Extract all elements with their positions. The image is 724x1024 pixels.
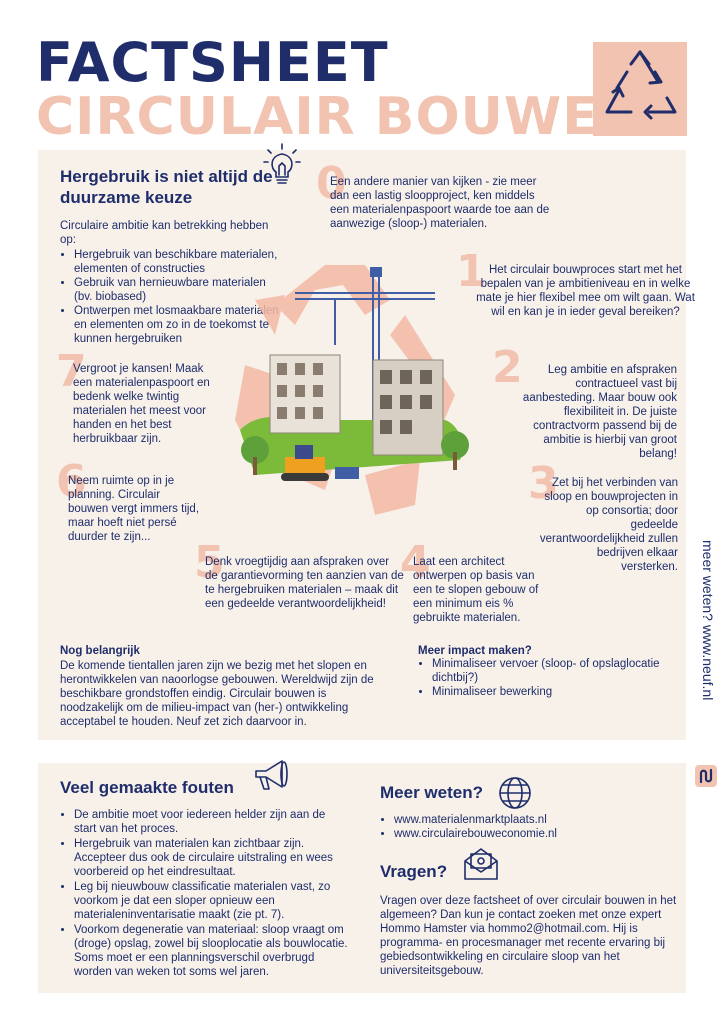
vragen-text: Vragen over deze factsheet of over circu… <box>380 895 677 977</box>
fout-item: Hergebruik van materialen kan zichtbaar … <box>74 837 350 879</box>
step-text-4: Laat een architect ontwerpen op basis va… <box>413 556 539 624</box>
step-text-5: Denk vroegtijdig aan afspraken over de g… <box>205 556 404 610</box>
intro-item: Ontwerpen met losmaakbare materialen en … <box>74 304 285 346</box>
step-text-0: Een andere manier van kijken - zie meer … <box>330 176 550 230</box>
recycle-icon <box>593 42 687 136</box>
fout-item: Voorkom degeneratie van materiaal: sloop… <box>74 923 350 979</box>
fout-item: De ambitie moet voor iedereen helder zij… <box>74 808 350 836</box>
megaphone-icon <box>250 757 294 793</box>
belangrijk-text: De komende tientallen jaren zijn we bezi… <box>60 660 374 728</box>
globe-icon <box>497 775 533 811</box>
fout-item: Leg bij nieuwbouw classificatie material… <box>74 880 350 922</box>
belangrijk-heading: Nog belangrijk <box>60 645 140 657</box>
step-text-6: Neem ruimte op in je planning. Circulair… <box>68 475 200 543</box>
impact-item: Minimaliseer vervoer (sloop- of opslaglo… <box>432 657 688 685</box>
intro-text: Circulaire ambitie kan betrekking hebben… <box>60 220 269 246</box>
neuf-logo <box>695 765 717 787</box>
intro-item: Hergebruik van beschikbare materialen, e… <box>74 248 285 276</box>
title-circulair-bouwen: CIRCULAIR BOUWEN <box>36 87 644 147</box>
links-list: www.materialenmarktplaats.nl www.circula… <box>380 813 660 841</box>
step-number-3: 3 <box>528 458 559 509</box>
step-number-2: 2 <box>492 342 523 393</box>
step-text-1: Het circulair bouwproces start met het b… <box>476 264 695 318</box>
lightbulb-icon <box>262 142 302 190</box>
step-text-2: Leg ambitie en afspraken contractueel va… <box>522 364 677 460</box>
construction-illustration <box>215 245 485 535</box>
vragen-heading: Vragen? <box>380 862 448 881</box>
step-number-6: 6 <box>56 456 87 507</box>
intro-block: Circulaire ambitie kan betrekking hebben… <box>60 219 285 346</box>
impact-item: Minimaliseer bewerking <box>432 685 688 699</box>
step-number-0: 0 <box>316 158 347 209</box>
link-circulairebouweconomie[interactable]: www.circulairebouweconomie.nl <box>394 827 660 841</box>
step-number-1: 1 <box>456 246 487 297</box>
link-materialenmarktplaats[interactable]: www.materialenmarktplaats.nl <box>394 813 660 827</box>
mail-icon <box>462 845 500 883</box>
fouten-heading: Veel gemaakte fouten <box>60 778 234 797</box>
meer-weten-heading: Meer weten? <box>380 783 483 802</box>
step-number-5: 5 <box>194 537 225 588</box>
impact-list: Minimaliseer vervoer (sloop- of opslaglo… <box>418 657 688 699</box>
step-text-7: Vergroot je kansen! Maak een materialenp… <box>73 363 210 445</box>
bottom-panel <box>38 763 686 993</box>
step-number-7: 7 <box>56 346 87 397</box>
fouten-list: De ambitie moet voor iedereen helder zij… <box>60 808 350 980</box>
step-number-4: 4 <box>400 537 431 588</box>
step-text-3: Zet bij het verbinden van sloop en bouwp… <box>539 477 678 573</box>
side-contact-text: meer weten? www.neuf.nl <box>698 540 718 750</box>
title-factsheet: FACTSHEET <box>36 31 389 94</box>
impact-heading: Meer impact maken? <box>418 645 532 657</box>
side-text: meer weten? www.neuf.nl <box>700 540 716 701</box>
intro-item: Gebruik van hernieuwbare materialen (bv.… <box>74 276 285 304</box>
main-heading: Hergebruik is niet altijd de duurzame ke… <box>60 167 273 207</box>
